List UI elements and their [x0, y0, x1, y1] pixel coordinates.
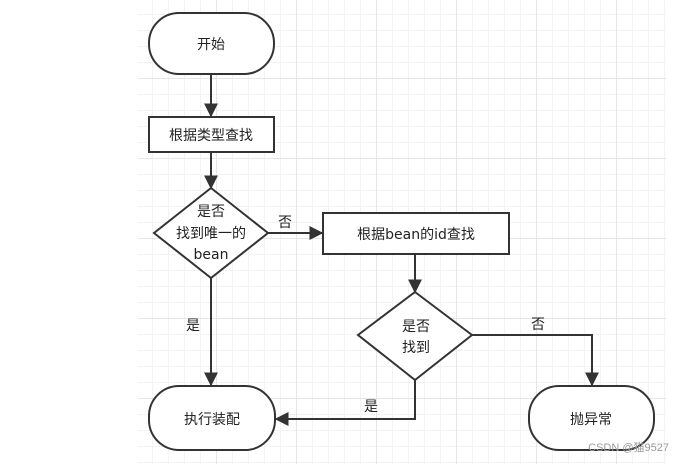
- find-by-type-label: 根据类型查找: [169, 128, 253, 144]
- edge-label-unique-no: 否: [278, 215, 292, 231]
- found-decision-node: [356, 290, 474, 382]
- watermark: CSDN @猫9527: [588, 442, 669, 454]
- edge-found-to-throw: [472, 334, 599, 387]
- found-decision-label-2: 找到: [402, 340, 430, 356]
- edge-label-found-yes: 是: [364, 399, 378, 415]
- throw-node: [528, 385, 655, 451]
- start-node: [148, 12, 275, 75]
- find-by-id-node: [322, 212, 510, 255]
- edge-label-unique-yes: 是: [186, 318, 200, 334]
- edge-found-to-assemble: [274, 380, 416, 426]
- unique-decision-label-2: 找到唯一的: [176, 226, 246, 242]
- find-by-type-node: [148, 116, 275, 153]
- assemble-node: [148, 385, 276, 451]
- start-label: 开始: [197, 37, 225, 53]
- unique-decision-label-3: bean: [194, 247, 229, 263]
- find-by-id-label: 根据bean的id查找: [357, 227, 475, 243]
- unique-decision-label-1: 是否: [197, 204, 225, 220]
- unique-decision-node: [152, 186, 270, 280]
- throw-label: 抛异常: [570, 412, 612, 428]
- edge-label-found-no: 否: [531, 317, 545, 333]
- found-decision-label-1: 是否: [402, 319, 430, 335]
- assemble-label: 执行装配: [184, 412, 240, 428]
